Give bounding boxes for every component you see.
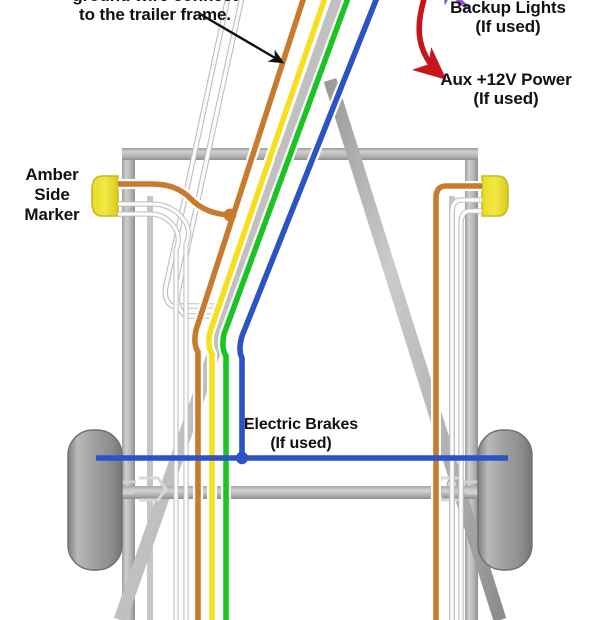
left-wheel	[67, 429, 123, 571]
right-wheel	[477, 429, 533, 571]
aux-power-arrow	[411, 0, 447, 80]
left-side-marker-lamp	[91, 175, 119, 217]
brown-tee-junction-dot	[223, 208, 237, 222]
frame-rail-left	[122, 148, 135, 620]
axle-beam	[96, 486, 504, 499]
frame-crossmember-front	[122, 148, 478, 160]
ground-wire-label: ground wire connect to the trailer frame…	[72, 0, 237, 25]
tongue-leg-right	[323, 78, 507, 620]
backup-lights-arrow	[441, 0, 470, 10]
electric-brakes-label: Electric Brakes (If used)	[243, 416, 359, 453]
right-rail-white-wires	[449, 197, 482, 620]
yellow-left-wire	[203, 0, 330, 620]
amber-side-marker-label: Amber Side Marker	[24, 165, 80, 225]
brake-junction-dot	[235, 451, 249, 465]
axle-assembly	[96, 476, 504, 502]
brown-tail-wire	[118, 0, 482, 620]
right-side-marker-lamp	[481, 175, 509, 217]
aux-power-label: Aux +12V Power (If used)	[440, 70, 572, 109]
leaf-spring-left	[139, 476, 168, 502]
ground-arrow	[199, 12, 285, 64]
green-right-wire	[217, 0, 353, 620]
frame-rail-left-inner	[147, 196, 153, 620]
backup-lights-label: Backup Lights (If used)	[450, 0, 566, 37]
blue-brake-wire	[96, 0, 508, 465]
left-rail-white-wires	[118, 201, 192, 620]
